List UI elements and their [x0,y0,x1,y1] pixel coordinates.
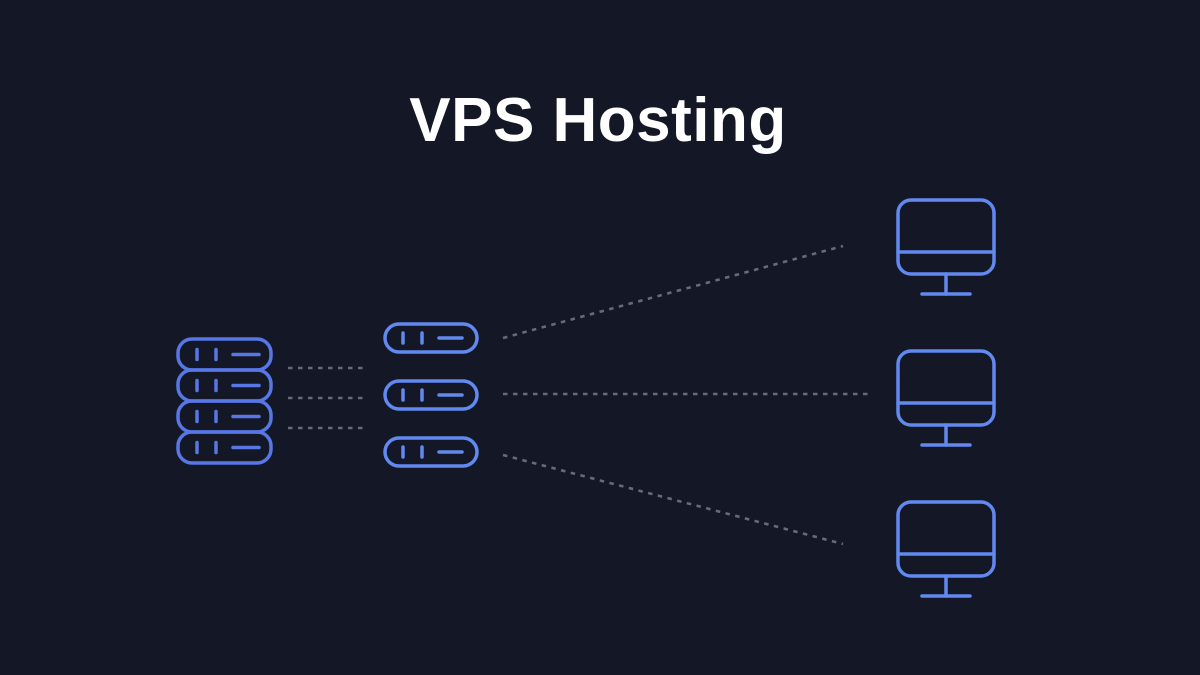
vps-to-client-line-3 [502,453,844,546]
monitor-icon-1 [896,198,996,296]
server-rack-icon [176,337,273,465]
rack-unit-3 [176,399,273,434]
vps-to-client-line-1 [502,244,844,340]
rack-unit-4 [176,430,273,465]
rack-unit-2 [176,368,273,403]
rack-unit-1 [176,337,273,372]
vps-server-icon-1 [383,322,479,354]
vps-server-icon-2 [383,379,479,411]
diagram-title: VPS Hosting [409,86,787,155]
monitor-icon-2 [896,349,996,447]
monitor-icon-3 [896,500,996,598]
vps-server-icon-3 [383,436,479,468]
